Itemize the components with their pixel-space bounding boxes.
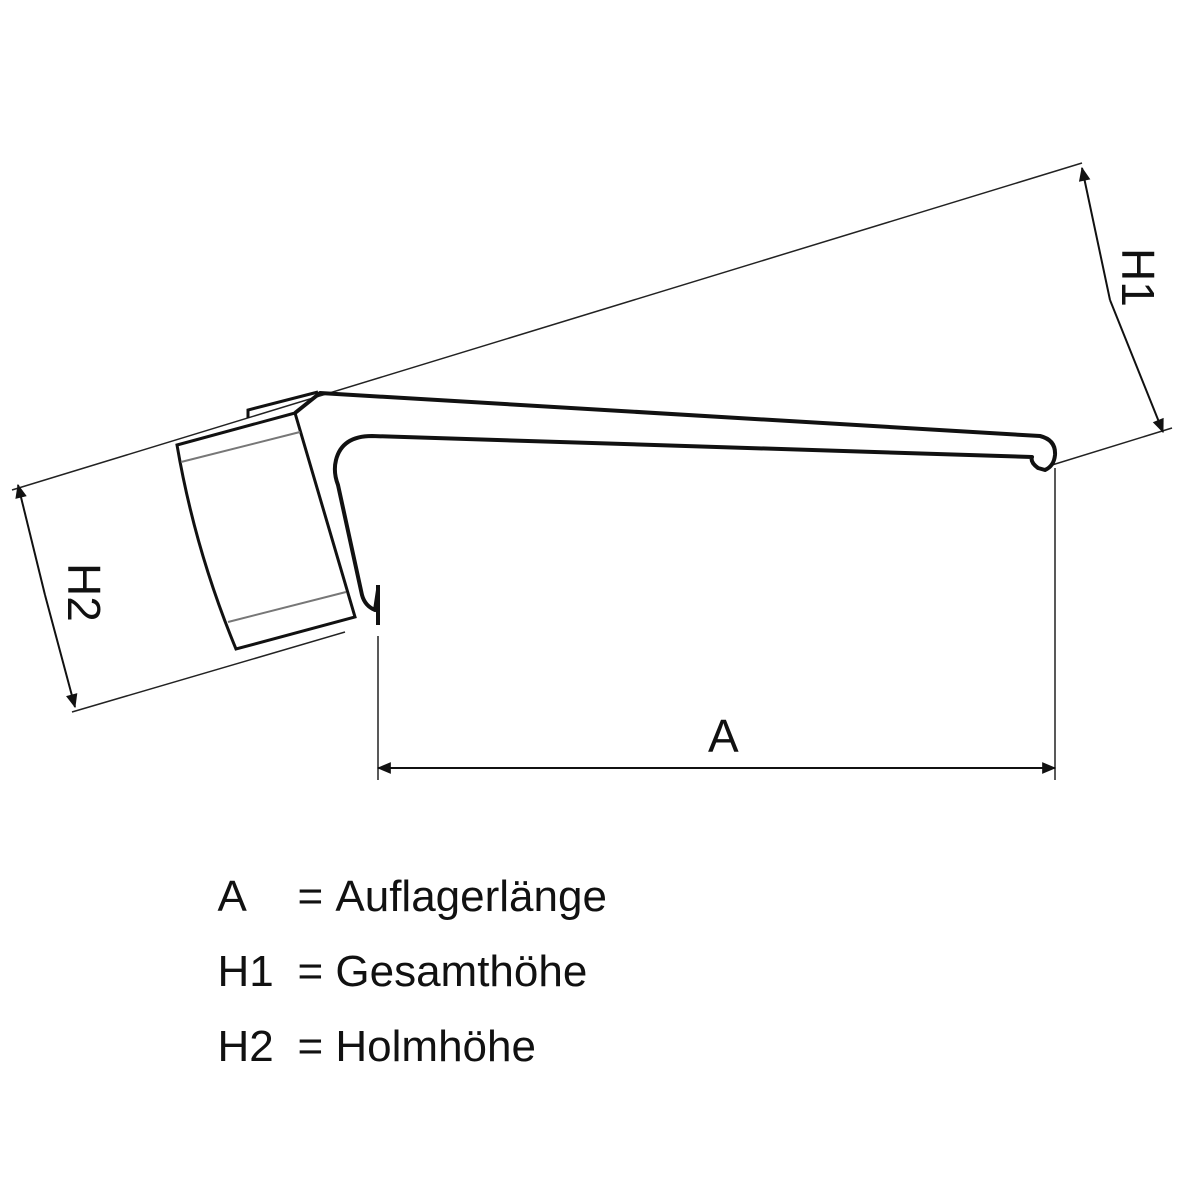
beam-clamp bbox=[175, 390, 357, 651]
h2-bottom-extension-line bbox=[71, 631, 346, 713]
h-top-extension-line bbox=[11, 162, 1083, 491]
legend-key: H2 bbox=[217, 1022, 274, 1071]
legend-row-h1: H1 = Gesamthöhe bbox=[193, 897, 587, 997]
legend-eq: = bbox=[297, 872, 324, 921]
h1-dimension-line bbox=[1078, 166, 1111, 301]
legend-row-h2: H2 = Holmhöhe bbox=[193, 972, 536, 1072]
legend-key: H1 bbox=[217, 947, 274, 996]
legend-text: Auflagerlänge bbox=[335, 872, 607, 921]
h2-dimension-line bbox=[15, 483, 46, 596]
legend-eq: = bbox=[297, 947, 324, 996]
legend-eq: = bbox=[297, 1022, 324, 1071]
legend-text: Holmhöhe bbox=[335, 1022, 536, 1071]
dimension-label-a: A bbox=[708, 710, 739, 762]
dimension-label-h2: H2 bbox=[58, 563, 110, 622]
h1-bottom-extension-line bbox=[1051, 427, 1173, 466]
dimension-label-h1: H1 bbox=[1112, 248, 1164, 307]
h1-dimension-line-b bbox=[1109, 299, 1164, 434]
hook-profile bbox=[293, 391, 1058, 612]
h2-dimension-line-b bbox=[44, 594, 78, 709]
legend-row-a: A = Auflagerlänge bbox=[193, 822, 607, 922]
legend-text: Gesamthöhe bbox=[335, 947, 588, 996]
legend-key: A bbox=[217, 872, 247, 921]
